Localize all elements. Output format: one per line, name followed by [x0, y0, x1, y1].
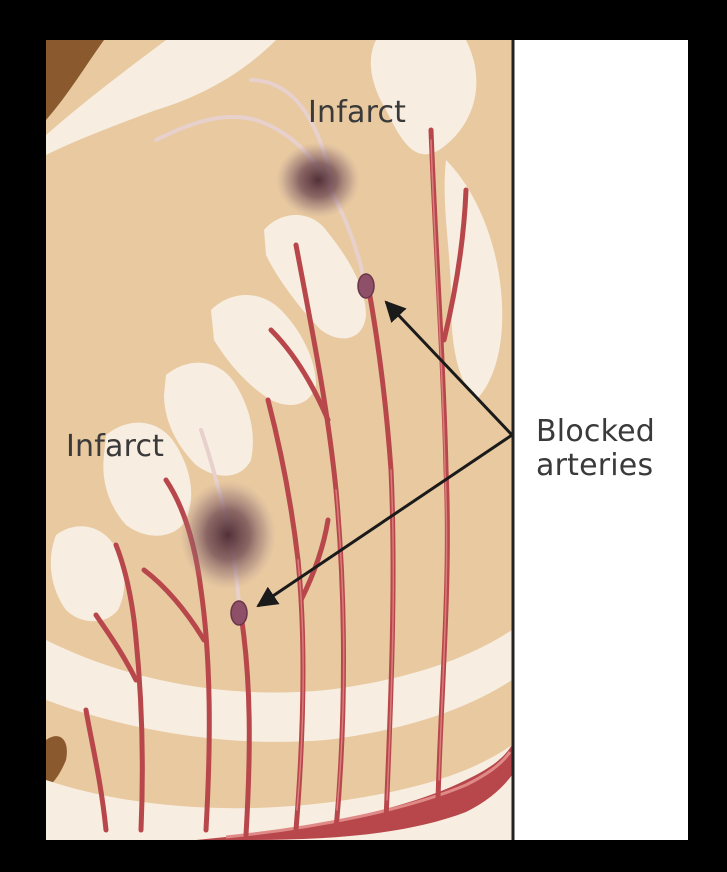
- infarct-top: [276, 142, 360, 218]
- infarct-label-top: Infarct: [308, 96, 406, 130]
- infarct-left: [180, 480, 276, 590]
- blocked-arteries-label-line2: arteries: [536, 449, 655, 483]
- infarct-label-left: Infarct: [66, 430, 164, 464]
- illustration-panel: Infarct Infarct Blocked arteries: [46, 40, 688, 840]
- blockage-left: [231, 601, 247, 625]
- blocked-arteries-label-line1: Blocked: [536, 415, 655, 449]
- blockage-top: [358, 274, 374, 298]
- blocked-arteries-label: Blocked arteries: [536, 415, 655, 483]
